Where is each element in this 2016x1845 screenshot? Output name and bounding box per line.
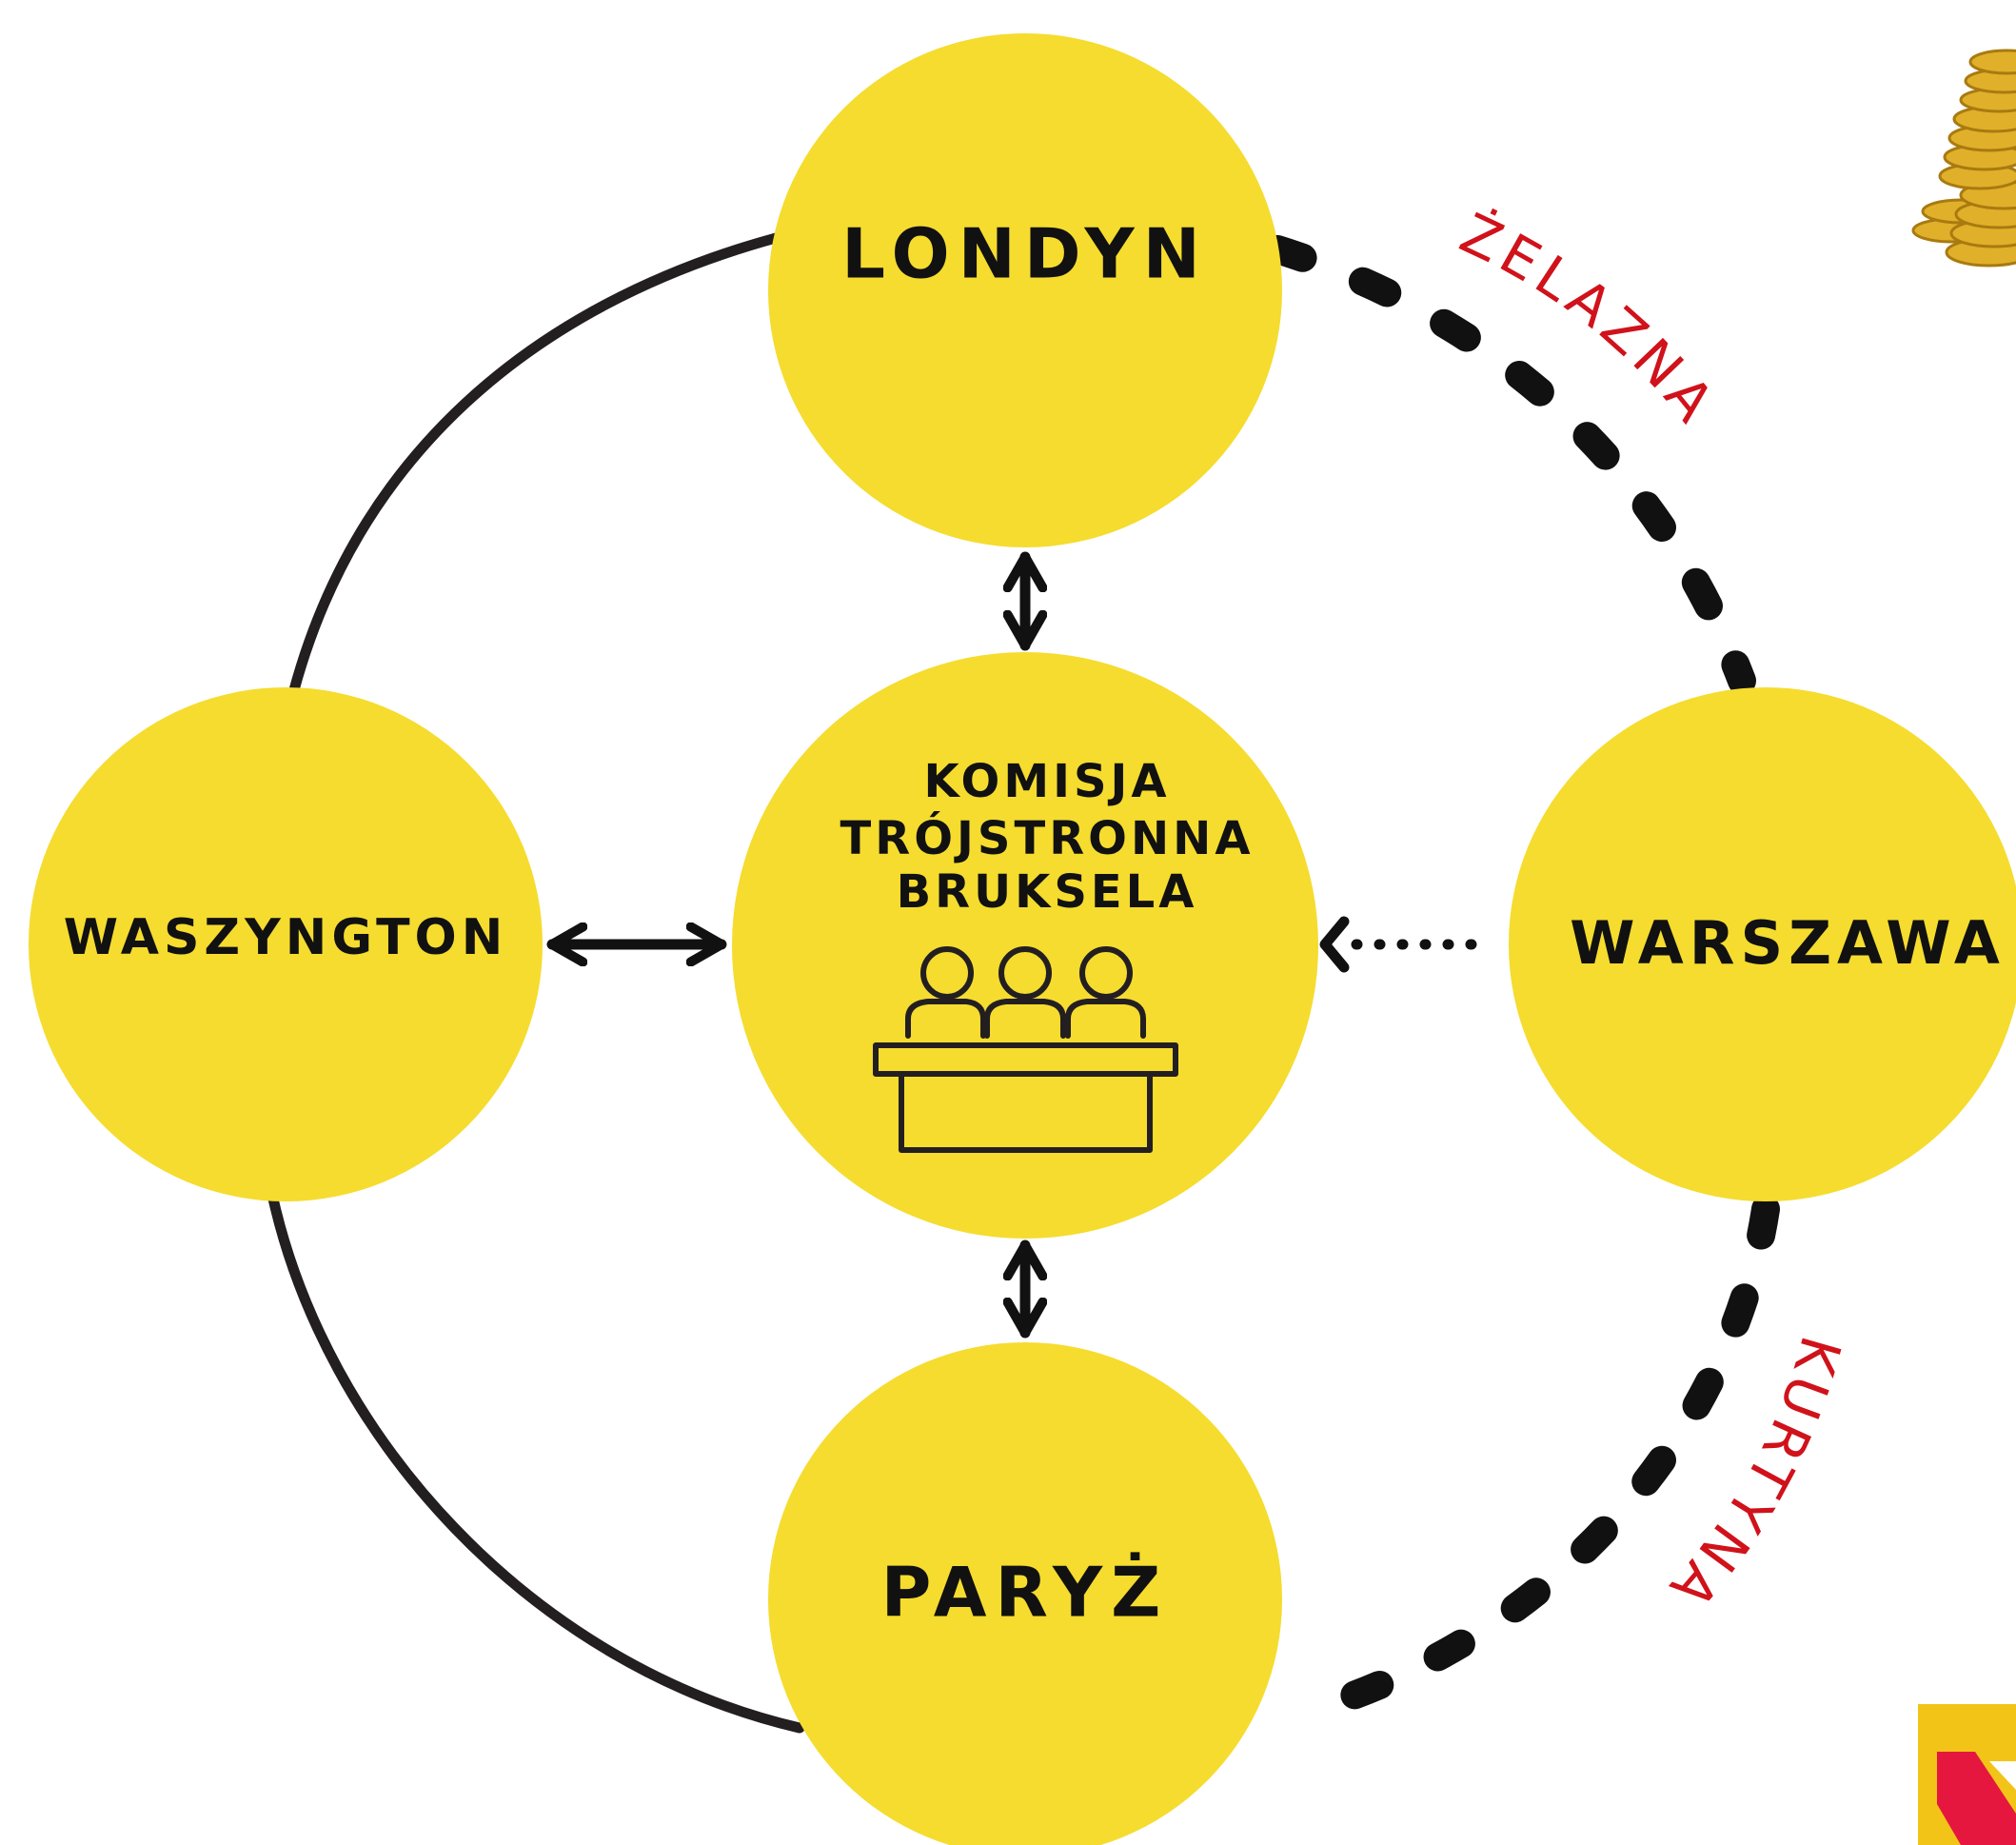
partial-logo <box>1918 1704 2016 1845</box>
londyn-label: LONDYN <box>841 214 1209 294</box>
paryz-node <box>768 1342 1282 1845</box>
komisja-node <box>732 652 1318 1239</box>
kurtyna-text-path: KURTYNA <box>1654 1329 1848 1624</box>
warszawa-node <box>1509 687 2016 1201</box>
waszyngton-label: WASZYNGTON <box>64 909 508 966</box>
kurtyna-label: KURTYNA <box>1654 1329 1853 1624</box>
warszawa-komisja-arrowhead <box>1319 916 1350 973</box>
committee-table-icon <box>873 946 1178 1153</box>
zelazna-label: ŻELAZNA <box>1451 201 1729 438</box>
gold-coins-image <box>1911 49 2016 268</box>
waszyngton-node <box>29 687 543 1201</box>
iron-curtain-lower-dashes <box>1285 1195 1780 1728</box>
komisja-line-2: TRÓJSTRONNA <box>840 811 1255 865</box>
londyn-node <box>768 33 1282 547</box>
zelazna-text-path: ŻELAZNA <box>1451 201 1724 438</box>
west-connection-arc <box>266 232 805 1734</box>
paryz-label: PARYŻ <box>881 1553 1170 1633</box>
iron-curtain-upper-dashes <box>1263 235 1756 695</box>
komisja-line-3: BRUKSELA <box>897 865 1198 919</box>
komisja-line-1: KOMISJA <box>923 755 1170 808</box>
warszawa-label: WARSZAWA <box>1570 908 2006 978</box>
